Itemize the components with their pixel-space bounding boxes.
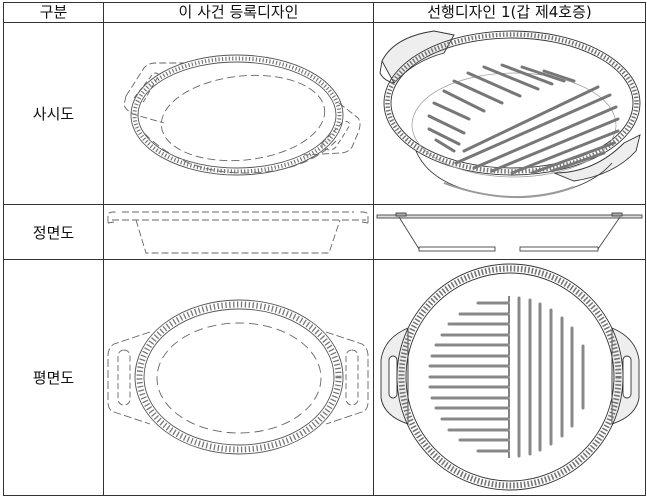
grill-pan-perspective-drawing: [379, 30, 641, 198]
prior-front-figure: [373, 204, 646, 260]
registered-perspective-figure: [103, 22, 374, 205]
header-prior-design: 선행디자인 1(갑 제4호증): [373, 2, 646, 23]
row-label-plan: 평면도: [3, 259, 104, 496]
oval-pan-front-drawing: [107, 211, 369, 254]
grill-pan-plan-drawing: [380, 263, 640, 491]
oval-pan-perspective-drawing: [123, 54, 361, 176]
design-comparison-table: 구분 이 사건 등록디자인 선행디자인 1(갑 제4호증) 사시도: [3, 2, 646, 496]
row-label-front: 정면도: [3, 204, 104, 260]
registered-front-figure: [103, 204, 374, 260]
table-row-front: 정면도: [3, 204, 646, 260]
prior-perspective-figure: [373, 22, 646, 205]
header-registered-design: 이 사건 등록디자인: [103, 2, 374, 23]
registered-plan-figure: [103, 259, 374, 496]
row-label-perspective: 사시도: [3, 22, 104, 205]
prior-plan-figure: [373, 259, 646, 496]
grill-pan-front-drawing: [376, 212, 643, 252]
oval-pan-plan-drawing: [107, 299, 369, 455]
header-row: 구분 이 사건 등록디자인 선행디자인 1(갑 제4호증): [3, 2, 646, 23]
table-row-plan: 평면도: [3, 259, 646, 496]
header-category: 구분: [3, 2, 104, 23]
table-row-perspective: 사시도: [3, 22, 646, 205]
